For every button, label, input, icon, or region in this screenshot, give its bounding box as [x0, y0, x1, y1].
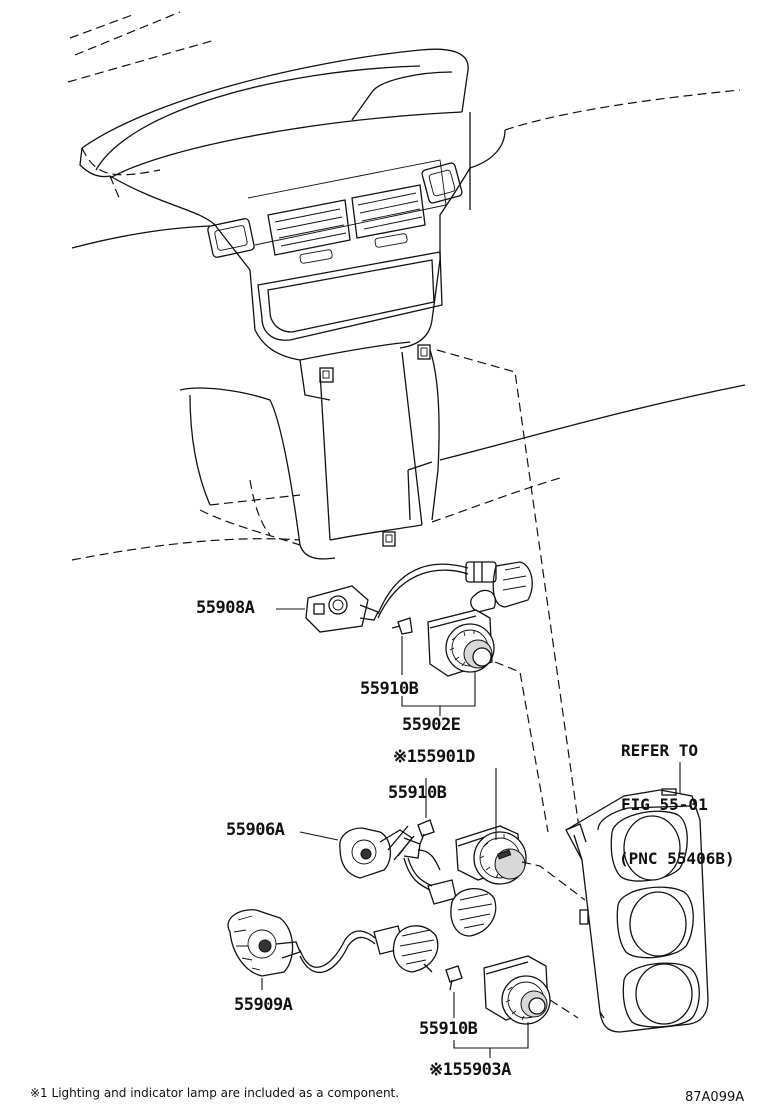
part-55910B-bulb-bottom: [445, 965, 463, 991]
part-55906A-switch-harness: [339, 825, 441, 891]
part-label-55902E: 55902E: [402, 715, 461, 735]
part-55909A-socket: [227, 909, 301, 977]
part-label-55901D: ※155901D: [393, 747, 475, 767]
part-label-55903A: ※155903A: [429, 1060, 511, 1080]
part-55908A-harness-switch: [305, 563, 469, 633]
part-55909A-harness: [299, 925, 439, 974]
part-label-55910B-mid: 55910B: [388, 783, 447, 803]
figure-id: 87A099A: [685, 1090, 745, 1105]
part-label-55906A: 55906A: [226, 820, 285, 840]
part-55903A-control-switch: [483, 955, 551, 1025]
part-55910B-bulb-mid: [417, 819, 435, 845]
part-55908A-connector: [465, 561, 533, 613]
part-label-55910B-top: 55910B: [360, 679, 419, 699]
reference-line-2: FIG 55-01: [621, 795, 708, 814]
part-55901D-control-switch: [455, 825, 527, 885]
heater-control-bezel: [565, 762, 709, 1033]
part-label-55908A: 55908A: [196, 598, 255, 618]
part-label-55909A: 55909A: [234, 995, 293, 1015]
reference-line-1: REFER TO: [621, 741, 699, 760]
part-label-55910B-bottom: 55910B: [419, 1019, 478, 1039]
reference-note: REFER TO FIG 55-01 (PNC 55406B): [619, 706, 735, 886]
dashboard-console-illustration: [67, 11, 746, 836]
reference-line-3: (PNC 55406B): [619, 849, 735, 868]
footnote: ※1 Lighting and indicator lamp are inclu…: [30, 1086, 400, 1100]
part-55910B-bulb-top: [391, 617, 413, 635]
part-55901D-connector: [427, 879, 497, 937]
part-55902E-control-switch: [427, 609, 495, 677]
